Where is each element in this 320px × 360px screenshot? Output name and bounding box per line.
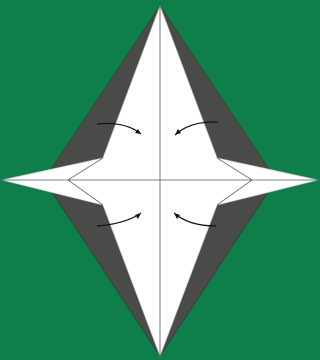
origami-diagram — [0, 0, 320, 360]
origami-diagram-svg — [0, 0, 320, 360]
